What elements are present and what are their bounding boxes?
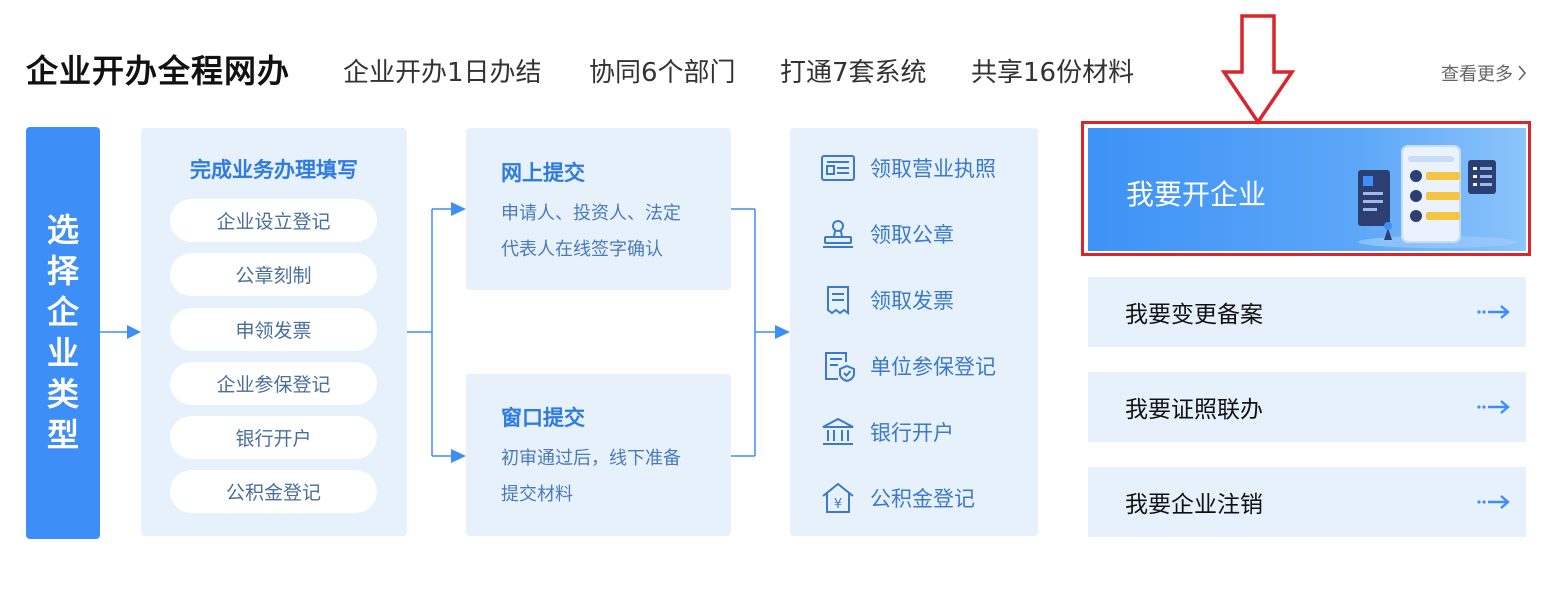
stamp-icon — [823, 220, 853, 248]
fill-item-seal-carving[interactable]: 公章刻制 — [170, 253, 377, 296]
window-submit-desc-2: 提交材料 — [501, 484, 573, 505]
start-business-button[interactable] — [1088, 128, 1526, 251]
fill-section-title: 完成业务办理填写 — [190, 158, 358, 182]
business-deregistration-button[interactable]: 我要企业注销 — [1088, 467, 1526, 537]
business-illustration-icon — [1358, 145, 1518, 248]
dotted-arrow-right-icon — [1477, 400, 1510, 414]
license-joint-button[interactable]: 我要证照联办 — [1088, 372, 1526, 442]
license-joint-label: 我要证照联办 — [1125, 397, 1263, 423]
receive-item-housing-fund: ¥ 公积金登记 — [820, 480, 975, 516]
receive-item-invoice: 领取发票 — [820, 282, 954, 318]
flow-arrowhead — [775, 325, 790, 339]
window-submit-panel — [466, 374, 731, 536]
window-submit-title: 窗口提交 — [501, 406, 585, 430]
online-submit-desc-1: 申请人、投资人、法定 — [501, 203, 681, 224]
online-submit-desc-2: 代表人在线签字确认 — [501, 239, 663, 260]
receive-item-bank-account: 银行开户 — [820, 414, 954, 450]
fill-item-social-insurance[interactable]: 企业参保登记 — [170, 362, 377, 405]
online-submit-title: 网上提交 — [501, 161, 585, 185]
flow-arrowhead — [451, 202, 466, 216]
highlight-box — [1081, 121, 1531, 256]
receive-section-panel — [790, 128, 1038, 536]
fill-item-invoice-application[interactable]: 申领发票 — [170, 308, 377, 351]
receive-item-social-insurance: 单位参保登记 — [820, 348, 996, 384]
view-more-label: 查看更多 — [1441, 64, 1513, 85]
select-type-label: 选择企业类型 — [46, 211, 79, 454]
flow-arrowhead — [451, 449, 466, 463]
fill-item-enterprise-registration[interactable]: 企业设立登记 — [170, 199, 377, 242]
fund-icon: ¥ — [822, 482, 854, 513]
start-business-label: 我要开企业 — [1126, 178, 1267, 211]
view-more-link[interactable]: 查看更多 — [1441, 60, 1527, 86]
window-submit-desc-1: 初审通过后，线下准备 — [501, 448, 681, 469]
insurance-icon — [825, 352, 855, 382]
flow-arrowhead — [127, 325, 141, 339]
invoice-icon — [827, 286, 849, 315]
svg-text:¥: ¥ — [834, 497, 842, 512]
tag-six-departments: 协同6个部门 — [589, 58, 736, 88]
tag-one-day: 企业开办1日办结 — [343, 58, 542, 88]
receive-item-seal: 领取公章 — [820, 216, 954, 252]
license-icon — [821, 155, 855, 181]
bank-icon — [822, 417, 854, 445]
fill-item-bank-account[interactable]: 银行开户 — [170, 416, 377, 459]
dotted-arrow-right-icon — [1477, 305, 1510, 319]
tag-seven-systems: 打通7套系统 — [780, 58, 927, 88]
online-submit-panel — [466, 128, 731, 290]
change-filing-button[interactable]: 我要变更备案 — [1088, 277, 1526, 347]
tag-sixteen-materials: 共享16份材料 — [971, 58, 1135, 88]
select-type-bar: 选择企业类型 — [26, 127, 100, 539]
fill-item-housing-fund[interactable]: 公积金登记 — [170, 470, 377, 513]
down-arrow-annotation-icon — [1220, 14, 1296, 126]
dotted-arrow-right-icon — [1477, 495, 1510, 509]
receive-item-business-license: 领取营业执照 — [820, 150, 996, 186]
business-deregistration-label: 我要企业注销 — [1125, 492, 1263, 518]
change-filing-label: 我要变更备案 — [1125, 302, 1263, 328]
page-title: 企业开办全程网办 — [26, 52, 291, 90]
chevron-right-icon — [1518, 65, 1527, 81]
